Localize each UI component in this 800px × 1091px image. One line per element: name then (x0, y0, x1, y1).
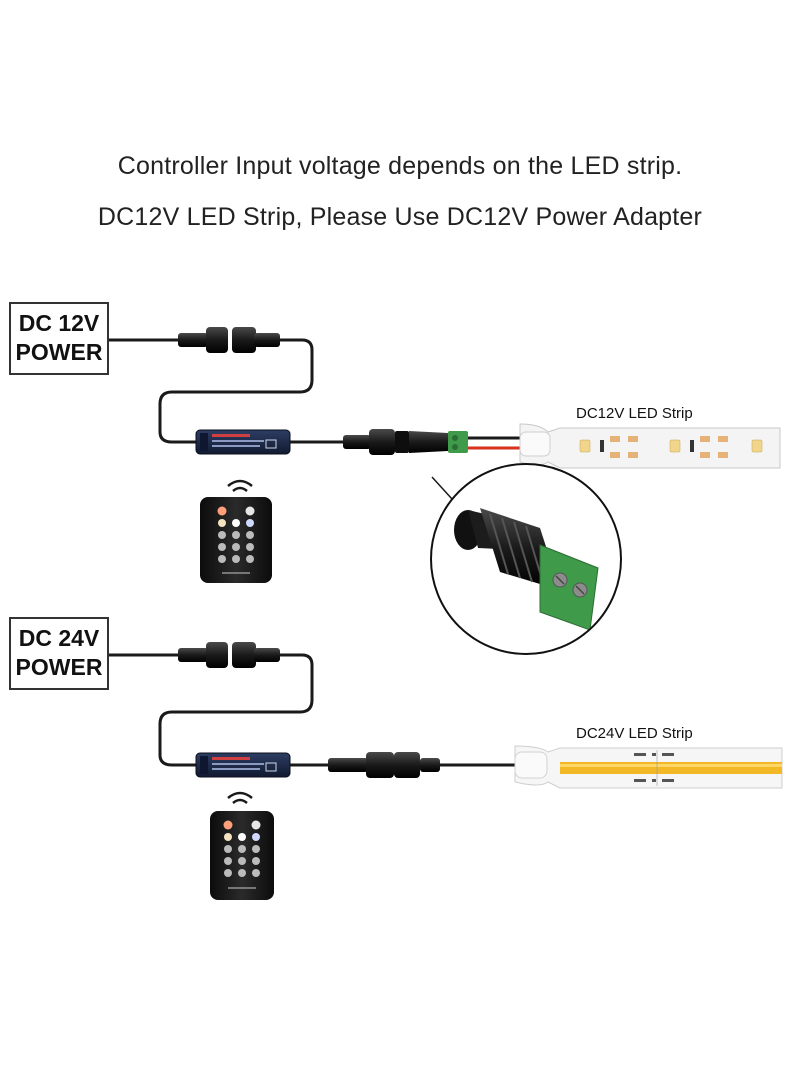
dc-plug-pair-24v (178, 642, 280, 668)
strip-label-24v: DC24V LED Strip (576, 725, 693, 742)
remote-12v-buttons (217, 506, 255, 574)
loop-cable-12v (158, 338, 314, 444)
headline-line-2: DC12V LED Strip, Please Use DC12V Power … (97, 203, 703, 231)
strip-label-12v: DC12V LED Strip (576, 405, 693, 422)
power-label-24v-power: POWER (15, 654, 103, 680)
mini-controller-24v (195, 752, 291, 778)
section-24v (109, 642, 783, 900)
power-label-24v-voltage: DC 24V (18, 625, 100, 651)
remote-12v (200, 479, 272, 583)
mini-controller-12v (195, 429, 291, 455)
remote-24v-buttons (223, 820, 261, 889)
led-strip-24v (514, 745, 783, 789)
section-12v (109, 327, 781, 655)
power-label-12v: DC 12V POWER (9, 302, 109, 375)
dc-plug-pair-12v (178, 327, 280, 353)
power-label-24v: DC 24V POWER (9, 617, 109, 690)
dc-plug-pair-output-12v (343, 429, 468, 455)
loop-cable-24v (158, 653, 314, 767)
power-label-12v-voltage: DC 12V (18, 310, 100, 336)
led-strip-12v (519, 423, 781, 469)
power-label-12v-power: POWER (15, 339, 103, 365)
dc-plug-pair-output-24v (328, 752, 440, 778)
zoom-callout-adapter (430, 463, 622, 655)
headline-line-1: Controller Input voltage depends on the … (117, 152, 683, 180)
remote-24v (210, 791, 274, 900)
